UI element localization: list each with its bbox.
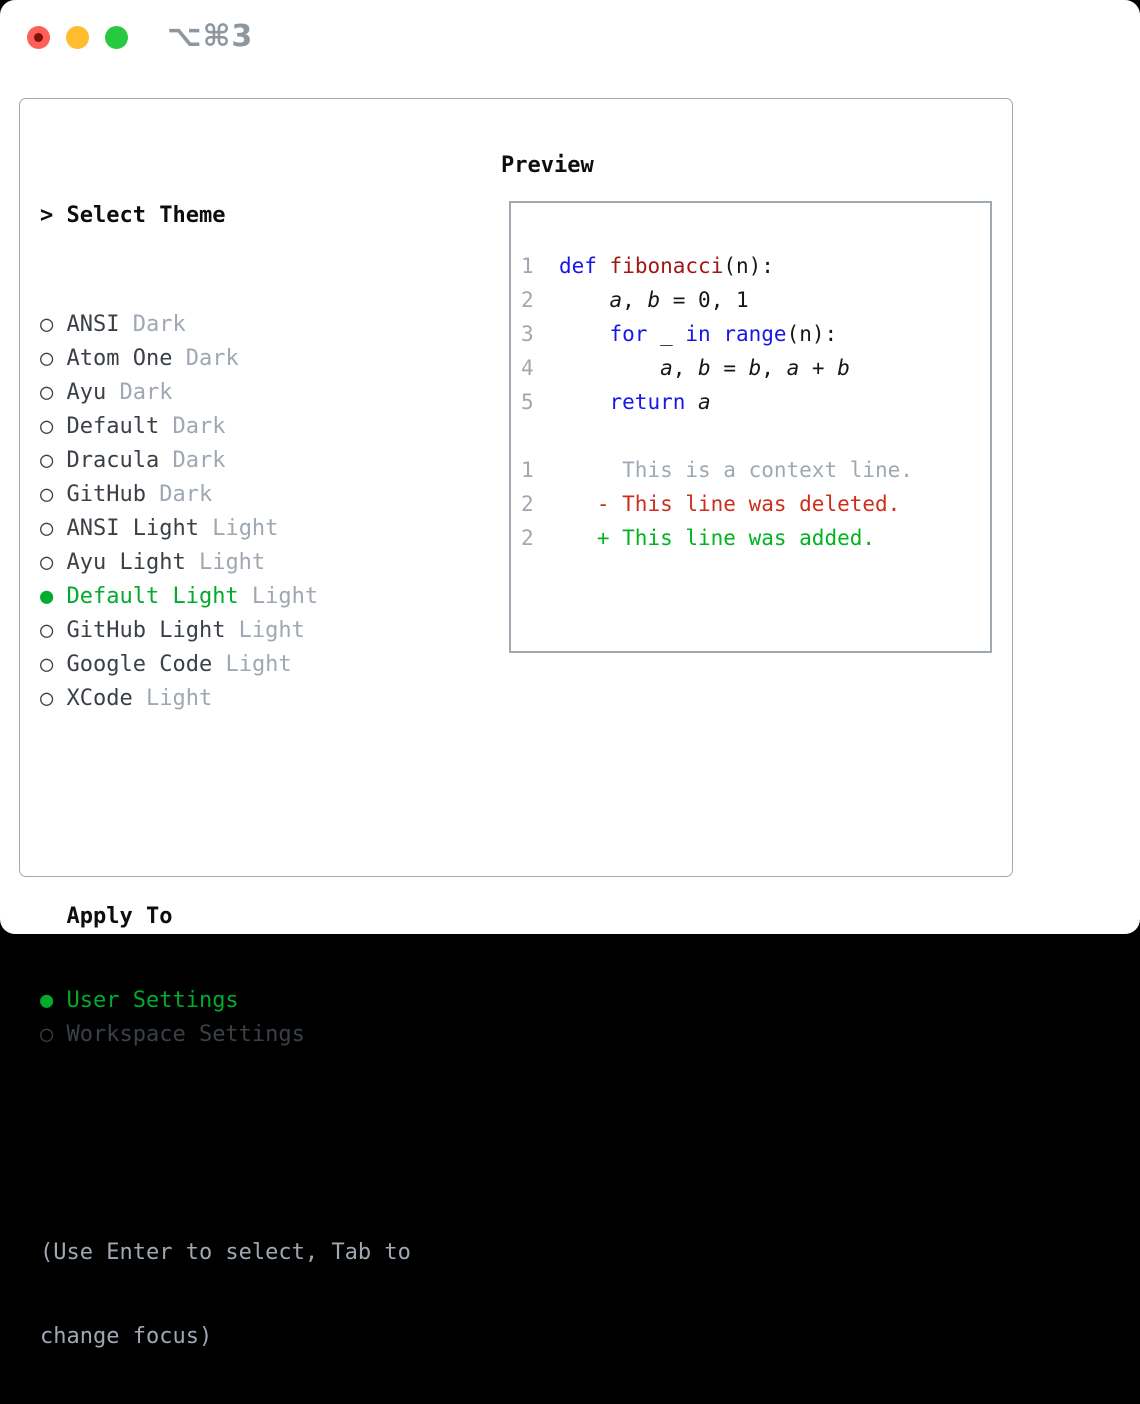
line-number: 5 (521, 390, 534, 414)
line-number: 1 (521, 254, 534, 278)
apply-to-header: Apply To (66, 904, 173, 929)
line-number: 3 (521, 322, 534, 346)
theme-name: XCode (53, 686, 133, 711)
spacer (40, 1127, 411, 1161)
radio-icon: ○ (40, 482, 54, 507)
code-line: 4 a, b = b, a + b (521, 356, 850, 380)
minimize-button[interactable] (66, 26, 89, 49)
close-button[interactable] (27, 26, 50, 49)
code-sample: 1 def fibonacci(n): 2 a, b = 0, 1 3 for _ … (521, 249, 990, 419)
theme-list-column: > Select Theme ○ ANSI Dark○ Atom One Dar… (40, 149, 411, 1404)
diff-sample: 1 This is a context line. 2 - This line w… (521, 453, 990, 555)
hint-line-1: (Use Enter to select, Tab to (40, 1240, 411, 1265)
titlebar: ⌥⌘3 (0, 0, 1140, 97)
radio-icon: ○ (40, 516, 54, 541)
theme-option-default[interactable]: ○ Default Dark (40, 410, 411, 444)
radio-icon: ○ (40, 380, 54, 405)
apply-option-label: Workspace Settings (53, 1022, 305, 1047)
apply-option-workspace-settings[interactable]: ○ Workspace Settings (40, 1018, 411, 1052)
theme-variant: Dark (172, 346, 239, 371)
app-window: ⌥⌘3 > Select Theme ○ ANSI Dark○ Atom One… (0, 0, 1140, 1349)
theme-name: Dracula (53, 448, 160, 473)
theme-name: Ayu Light (53, 550, 186, 575)
theme-name: ANSI Light (53, 516, 199, 541)
theme-name: GitHub Light (53, 618, 226, 643)
spacer (40, 791, 411, 825)
radio-selected-icon: ● (40, 584, 54, 609)
close-button-dot (34, 33, 43, 42)
cursor-icon: > (40, 203, 54, 228)
theme-option-github[interactable]: ○ GitHub Dark (40, 478, 411, 512)
select-theme-header: > Select Theme (40, 199, 411, 233)
radio-icon: ○ (40, 312, 54, 337)
line-number: 4 (521, 356, 534, 380)
radio-icon: ○ (40, 1022, 54, 1047)
radio-icon: ○ (40, 550, 54, 575)
code-line: 3 for _ in range(n): (521, 322, 838, 346)
theme-option-ayu-light[interactable]: ○ Ayu Light Light (40, 546, 411, 580)
window-title: ⌥⌘3 (167, 19, 254, 54)
theme-variant: Dark (119, 312, 186, 337)
theme-name: Default Light (53, 584, 239, 609)
diff-line: 2 + This line was added. (521, 526, 876, 550)
line-number: 2 (521, 526, 534, 550)
theme-variant: Dark (159, 448, 226, 473)
theme-option-ansi-light[interactable]: ○ ANSI Light Light (40, 512, 411, 546)
radio-icon: ○ (40, 686, 54, 711)
radio-icon: ○ (40, 448, 54, 473)
theme-name: Google Code (53, 652, 213, 677)
theme-variant: Light (225, 618, 305, 643)
diff-line: 2 - This line was deleted. (521, 492, 901, 516)
apply-option-label: User Settings (53, 988, 239, 1013)
theme-option-ayu[interactable]: ○ Ayu Dark (40, 376, 411, 410)
theme-list: ○ ANSI Dark○ Atom One Dark○ Ayu Dark○ De… (40, 308, 411, 716)
preview-box: 1 def fibonacci(n): 2 a, b = 0, 1 3 for _ … (509, 201, 992, 653)
theme-option-google-code[interactable]: ○ Google Code Light (40, 648, 411, 682)
spacer (521, 419, 990, 453)
theme-name: GitHub (53, 482, 146, 507)
line-number: 1 (521, 458, 534, 482)
apply-option-user-settings[interactable]: ● User Settings (40, 984, 411, 1018)
hint-line-2: change focus) (40, 1324, 213, 1349)
code-line: 2 a, b = 0, 1 (521, 288, 749, 312)
theme-option-default-light[interactable]: ● Default Light Light (40, 580, 411, 614)
select-theme-header-label: Select Theme (66, 203, 226, 228)
theme-picker-panel: > Select Theme ○ ANSI Dark○ Atom One Dar… (19, 98, 1013, 1349)
radio-icon: ○ (40, 618, 54, 643)
diff-line: 1 This is a context line. (521, 458, 913, 482)
theme-variant: Light (198, 516, 279, 541)
theme-variant: Dark (145, 482, 213, 507)
theme-option-dracula[interactable]: ○ Dracula Dark (40, 444, 411, 478)
theme-variant: Light (185, 550, 266, 575)
code-line: 5 return a (521, 390, 711, 414)
theme-option-github-light[interactable]: ○ GitHub Light Light (40, 614, 411, 648)
theme-name: Atom One (53, 346, 173, 371)
line-number: 2 (521, 288, 534, 312)
theme-variant: Light (238, 584, 319, 609)
theme-option-atom-one[interactable]: ○ Atom One Dark (40, 342, 411, 376)
line-number: 2 (521, 492, 534, 516)
theme-variant: Light (212, 652, 292, 677)
theme-option-xcode[interactable]: ○ XCode Light (40, 682, 411, 716)
theme-variant: Dark (106, 380, 173, 405)
radio-icon: ○ (40, 414, 54, 439)
radio-icon: ○ (40, 652, 54, 677)
theme-name: ANSI (53, 312, 120, 337)
code-line: 1 def fibonacci(n): (521, 254, 774, 278)
radio-selected-icon: ● (40, 988, 54, 1013)
theme-variant: Light (132, 686, 213, 711)
radio-icon: ○ (40, 346, 54, 371)
theme-option-ansi[interactable]: ○ ANSI Dark (40, 308, 411, 342)
apply-to-list: ● User Settings○ Workspace Settings (40, 984, 411, 1052)
theme-name: Ayu (53, 380, 107, 405)
theme-name: Default (53, 414, 160, 439)
maximize-button[interactable] (105, 26, 128, 49)
theme-variant: Dark (159, 414, 226, 439)
preview-header: Preview (501, 153, 594, 178)
